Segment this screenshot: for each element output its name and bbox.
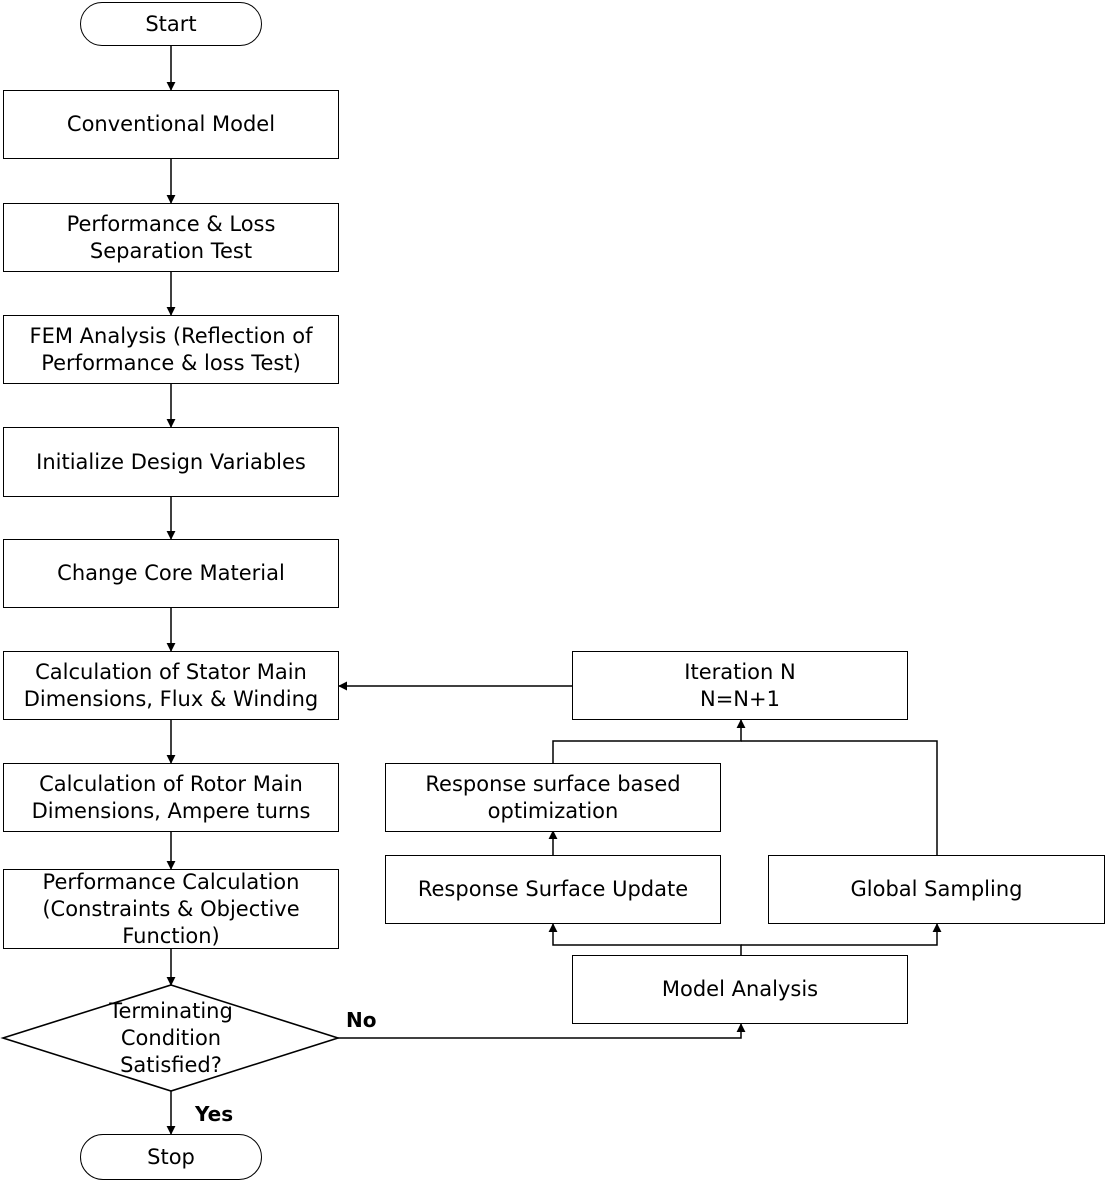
step-performance-calculation: Performance Calculation (Constraints & O…	[3, 869, 339, 949]
step-label: Dimensions, Flux & Winding	[23, 686, 319, 711]
step-label: Performance & loss Test)	[41, 350, 301, 375]
iteration-box: Iteration N N=N+1	[572, 651, 908, 720]
global-sampling-box: Global Sampling	[768, 855, 1105, 924]
step-label: Performance & Loss	[66, 211, 276, 236]
start-terminal: Start	[80, 2, 262, 46]
stop-terminal: Stop	[80, 1134, 262, 1180]
yes-label: Yes	[195, 1102, 234, 1126]
step-label: Dimensions, Ampere turns	[31, 798, 311, 823]
step-label: (Constraints & Objective	[42, 896, 300, 921]
rs-update-label: Response Surface Update	[417, 877, 689, 901]
stop-label: Stop	[147, 1145, 195, 1169]
rs-optimization-line: Response surface based	[425, 771, 681, 796]
step-label: Calculation of Rotor Main	[39, 771, 303, 796]
step-conventional-model: Conventional Model	[3, 90, 339, 159]
arrow-no-to-model-analysis	[338, 1023, 746, 1039]
step-label: Conventional Model	[66, 112, 276, 136]
decision-text: Terminating Condition Satisfied?	[71, 998, 271, 1079]
rs-optimization-box: Response surface based optimization	[385, 763, 721, 832]
rs-update-box: Response Surface Update	[385, 855, 721, 924]
step-label: Initialize Design Variables	[36, 449, 306, 474]
decision-diamond	[0, 984, 341, 1092]
model-analysis-label: Model Analysis	[661, 977, 819, 1001]
global-sampling-label: Global Sampling	[850, 877, 1023, 901]
arrow-model-to-rs-update	[548, 923, 742, 955]
step-label: Change Core Material	[57, 561, 285, 585]
step-label: Separation Test	[89, 238, 253, 263]
arrow-sampling-to-iteration	[741, 740, 938, 855]
decision-line: Terminating	[109, 999, 233, 1023]
iteration-line: Iteration N	[684, 659, 796, 684]
step-rotor-calculation: Calculation of Rotor Main Dimensions, Am…	[3, 763, 339, 832]
step-label: Performance Calculation	[42, 869, 300, 894]
iteration-line: N=N+1	[700, 686, 780, 711]
decision-line: Condition	[120, 1026, 222, 1050]
step-loss-separation-test: Performance & Loss Separation Test	[3, 203, 339, 272]
step-label: FEM Analysis (Reflection of	[29, 323, 313, 348]
step-change-core-material: Change Core Material	[3, 539, 339, 608]
step-label: Function)	[122, 923, 220, 948]
arrow-model-to-global-sampling	[741, 923, 942, 946]
arrow-optimization-to-iteration	[552, 719, 746, 763]
model-analysis-box: Model Analysis	[572, 955, 908, 1024]
no-label: No	[346, 1008, 377, 1032]
decision-line: Satisfied?	[120, 1053, 222, 1077]
step-initialize-variables: Initialize Design Variables	[3, 427, 339, 497]
step-stator-calculation: Calculation of Stator Main Dimensions, F…	[3, 651, 339, 720]
step-fem-analysis: FEM Analysis (Reflection of Performance …	[3, 315, 339, 384]
start-label: Start	[145, 12, 197, 36]
rs-optimization-line: optimization	[487, 798, 619, 823]
step-label: Calculation of Stator Main	[35, 659, 307, 684]
